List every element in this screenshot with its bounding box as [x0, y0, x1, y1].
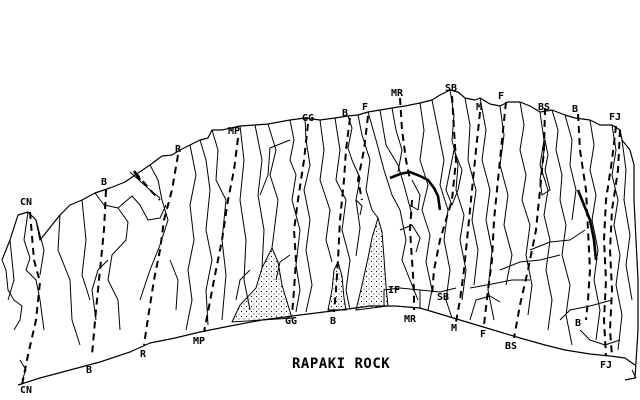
route-lines [22, 96, 620, 385]
top-label-b-right: B [572, 104, 578, 115]
bottom-label-r: R [140, 349, 147, 360]
route-mp [204, 138, 238, 332]
bottom-label-mp: MP [193, 336, 205, 347]
route-r [144, 155, 178, 345]
top-label-b-left: B [101, 177, 107, 188]
top-labels: CN B R MP GG B F MR SB M F BS B FJ [20, 83, 621, 208]
top-label-f-left: F [362, 102, 368, 113]
bottom-label-mr: MR [404, 314, 417, 325]
top-label-m: M [476, 102, 482, 113]
bottom-label-if: IF [388, 285, 400, 296]
rock-base-outline [18, 306, 635, 385]
bottom-label-sb: SB [437, 292, 449, 303]
route-m [456, 112, 480, 322]
top-label-b-middle: B [342, 108, 348, 119]
bottom-label-gg: GG [285, 316, 297, 327]
bottom-label-cn: CN [20, 385, 32, 396]
rock-left-edge [2, 260, 22, 330]
rock-features [8, 90, 636, 380]
route-b-left [92, 190, 106, 355]
bottom-label-m: M [451, 323, 457, 334]
bottom-label-b-right: B [575, 318, 581, 329]
top-label-r: R [175, 144, 182, 155]
route-mr [400, 98, 410, 180]
bottom-label-f: F [480, 329, 486, 340]
top-label-bs: BS [538, 102, 550, 113]
bottom-label-bs: BS [505, 341, 517, 352]
top-label-sb: SB [445, 83, 457, 94]
top-label-gg: GG [302, 113, 314, 124]
top-label-mr: MR [391, 88, 404, 99]
top-label-fj: FJ [609, 112, 621, 123]
bottom-labels: CN B R MP GG B IF SB MR M F BS B FJ [20, 285, 612, 396]
scree-patch-middle [356, 218, 388, 310]
top-label-f-right: F [498, 91, 504, 102]
route-sb [432, 96, 456, 295]
bottom-label-b-middle: B [330, 316, 336, 327]
route-gg [292, 124, 308, 315]
top-label-mp: MP [228, 126, 240, 137]
diagram-title: RAPAKI ROCK [292, 356, 390, 372]
bottom-label-fj: FJ [600, 360, 612, 371]
bottom-label-b-left: B [86, 365, 92, 376]
top-label-cn: CN [20, 197, 32, 208]
route-mr-lower [410, 200, 414, 310]
